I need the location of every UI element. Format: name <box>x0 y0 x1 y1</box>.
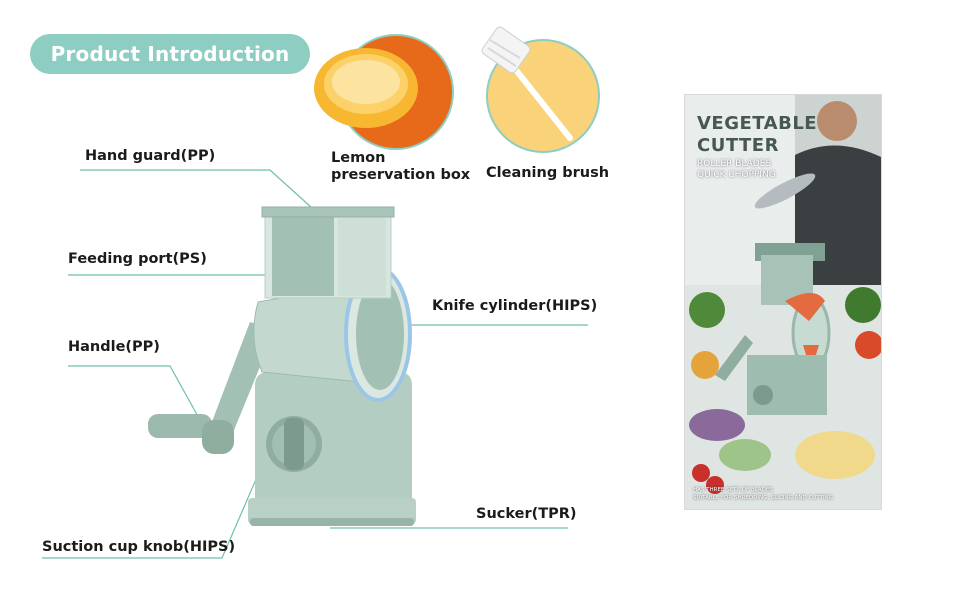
lemon-box-image <box>314 34 454 150</box>
leader-lines <box>42 169 588 559</box>
cleaning-brush-label: Cleaning brush <box>486 165 610 181</box>
package-title-line1: VEGETABLE <box>697 113 818 134</box>
package-box-art <box>685 95 881 509</box>
page-title: Product Introduction <box>30 34 310 74</box>
sucker-label: Sucker(TPR) <box>476 506 577 522</box>
package-subtitle-line1: ROLLER BLADES <box>697 159 772 169</box>
knife-cylinder-part <box>253 266 412 402</box>
knife-cylinder-label: Knife cylinder(HIPS) <box>432 298 598 314</box>
package-box: VEGETABLE CUTTER ROLLER BLADES QUICK CHO… <box>684 94 882 510</box>
lemon-box-label: Lemon preservation box <box>331 150 470 184</box>
feeding-port-label: Feeding port(PS) <box>68 251 207 267</box>
package-footer-line1: HAS THREE SETS OF BLADES <box>693 487 773 493</box>
suction-cup-knob-label: Suction cup knob(HIPS) <box>42 539 236 555</box>
handle-label: Handle(PP) <box>68 339 160 355</box>
cleaning-brush-image <box>481 26 600 153</box>
package-title-line2: CUTTER <box>697 135 779 156</box>
lemon-box-label-line2: preservation box <box>331 167 471 183</box>
feeding-port-part <box>264 211 392 299</box>
lemon-box-label-line1: Lemon <box>331 150 386 166</box>
hand-guard-label: Hand guard(PP) <box>85 148 216 164</box>
package-subtitle-line2: QUICK CHOPPING <box>697 170 776 180</box>
hand-guard-part <box>261 206 395 218</box>
suction-knob-part <box>266 416 322 472</box>
package-footer-line2: SUITABLE FOR SHREDDING, SLICING AND CUTT… <box>693 495 833 501</box>
